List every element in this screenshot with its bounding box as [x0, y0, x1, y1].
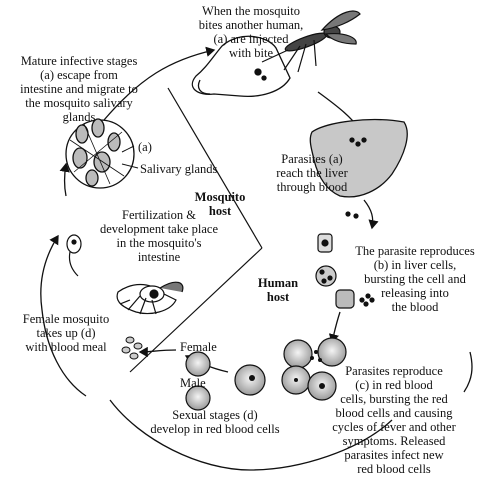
liver-label: Parasites (a) reach the liver through bl… — [276, 152, 348, 194]
merozoite-dots — [249, 350, 325, 389]
salivary-glands-label: Salivary glands — [140, 162, 218, 176]
liver-reproduce-label: The parasite reproduces (b) in liver cel… — [355, 244, 475, 314]
sexual-stages-label: Sexual stages (d) develop in red blood c… — [150, 408, 280, 436]
female-mosquito-label: Female mosquito takes up (d) with blood … — [22, 312, 110, 354]
mosquito-host-label: Mosquito host — [194, 190, 246, 218]
liver-cell-icon — [315, 211, 375, 309]
mosquito-bite-label: When the mosquito bites another human, (… — [198, 4, 304, 60]
rbc-reproduce-label: Parasites reproduce (c) in red blood cel… — [332, 364, 456, 476]
liver-icon — [309, 118, 408, 198]
mosquito-blood-meal-icon — [116, 281, 184, 315]
zygote-icon — [66, 234, 82, 277]
marker-a-label: (a) — [138, 140, 152, 154]
red-blood-cell-icon — [185, 337, 347, 411]
female-label: Female — [180, 340, 217, 354]
mosquito-icon — [261, 10, 361, 73]
arm-icon — [191, 35, 291, 98]
gametocyte-cluster-icon — [121, 336, 143, 360]
male-label: Male — [180, 376, 206, 390]
mature-infective-label: Mature infective stages (a) escape from … — [20, 54, 138, 124]
salivary-gland-icon — [65, 118, 139, 189]
human-host-label: Human host — [257, 276, 299, 304]
fertilization-label: Fertilization & development take place i… — [100, 208, 218, 264]
